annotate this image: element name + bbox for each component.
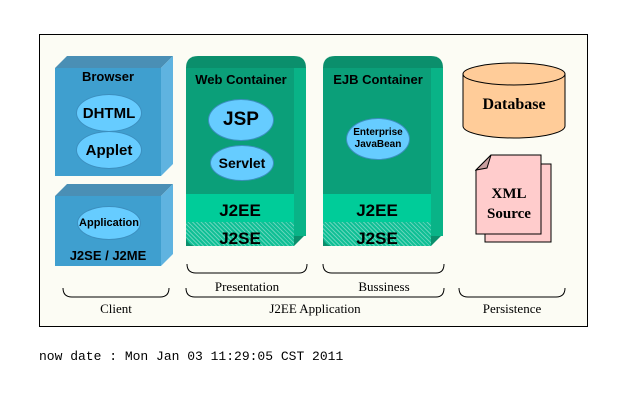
ejb-j2se-label: J2SE <box>356 229 398 248</box>
web-container-title: Web Container <box>195 72 287 87</box>
business-brace <box>322 263 445 274</box>
ejb-j2se-layer <box>323 222 431 246</box>
database-icon <box>462 62 566 139</box>
web-j2se-label: J2SE <box>219 229 261 248</box>
ejb-line-1: Enterprise <box>353 127 403 138</box>
persistence-caption: Persistence <box>482 301 542 316</box>
client-brace <box>62 287 170 298</box>
ejb-j2ee-label: J2EE <box>356 201 398 220</box>
database-label: Database <box>482 96 546 113</box>
j2ee-application-caption: J2EE Application <box>269 301 361 316</box>
servlet-ellipse: Servlet <box>210 145 274 181</box>
j2ee-brace <box>185 287 445 298</box>
web-j2ee-label: J2EE <box>219 201 261 220</box>
presentation-caption: Presentation <box>214 279 280 294</box>
dhtml-ellipse: DHTML <box>76 94 142 132</box>
xml-line-2: Source <box>487 206 531 222</box>
applet-ellipse: Applet <box>76 131 142 169</box>
enterprise-javabean-ellipse: Enterprise JavaBean <box>346 118 410 160</box>
web-j2se-layer <box>186 222 294 246</box>
ejb-line-2: JavaBean <box>354 139 402 150</box>
xml-line-1: XML <box>491 186 527 202</box>
persistence-brace <box>458 287 566 298</box>
presentation-brace <box>186 263 308 274</box>
jsp-ellipse: JSP <box>208 99 274 141</box>
j2se-j2me-label: J2SE / J2ME <box>69 248 147 263</box>
browser-title: Browser <box>81 69 135 84</box>
application-ellipse: Application <box>77 206 141 240</box>
grouping-braces <box>62 263 566 298</box>
xml-source-label: XML Source <box>476 184 542 224</box>
now-date-text: now date : Mon Jan 03 11:29:05 CST 2011 <box>39 349 344 364</box>
ejb-container-title: EJB Container <box>333 72 423 87</box>
business-caption: Bussiness <box>358 279 410 294</box>
client-caption: Client <box>100 301 132 316</box>
xml-source-icon <box>475 154 552 243</box>
